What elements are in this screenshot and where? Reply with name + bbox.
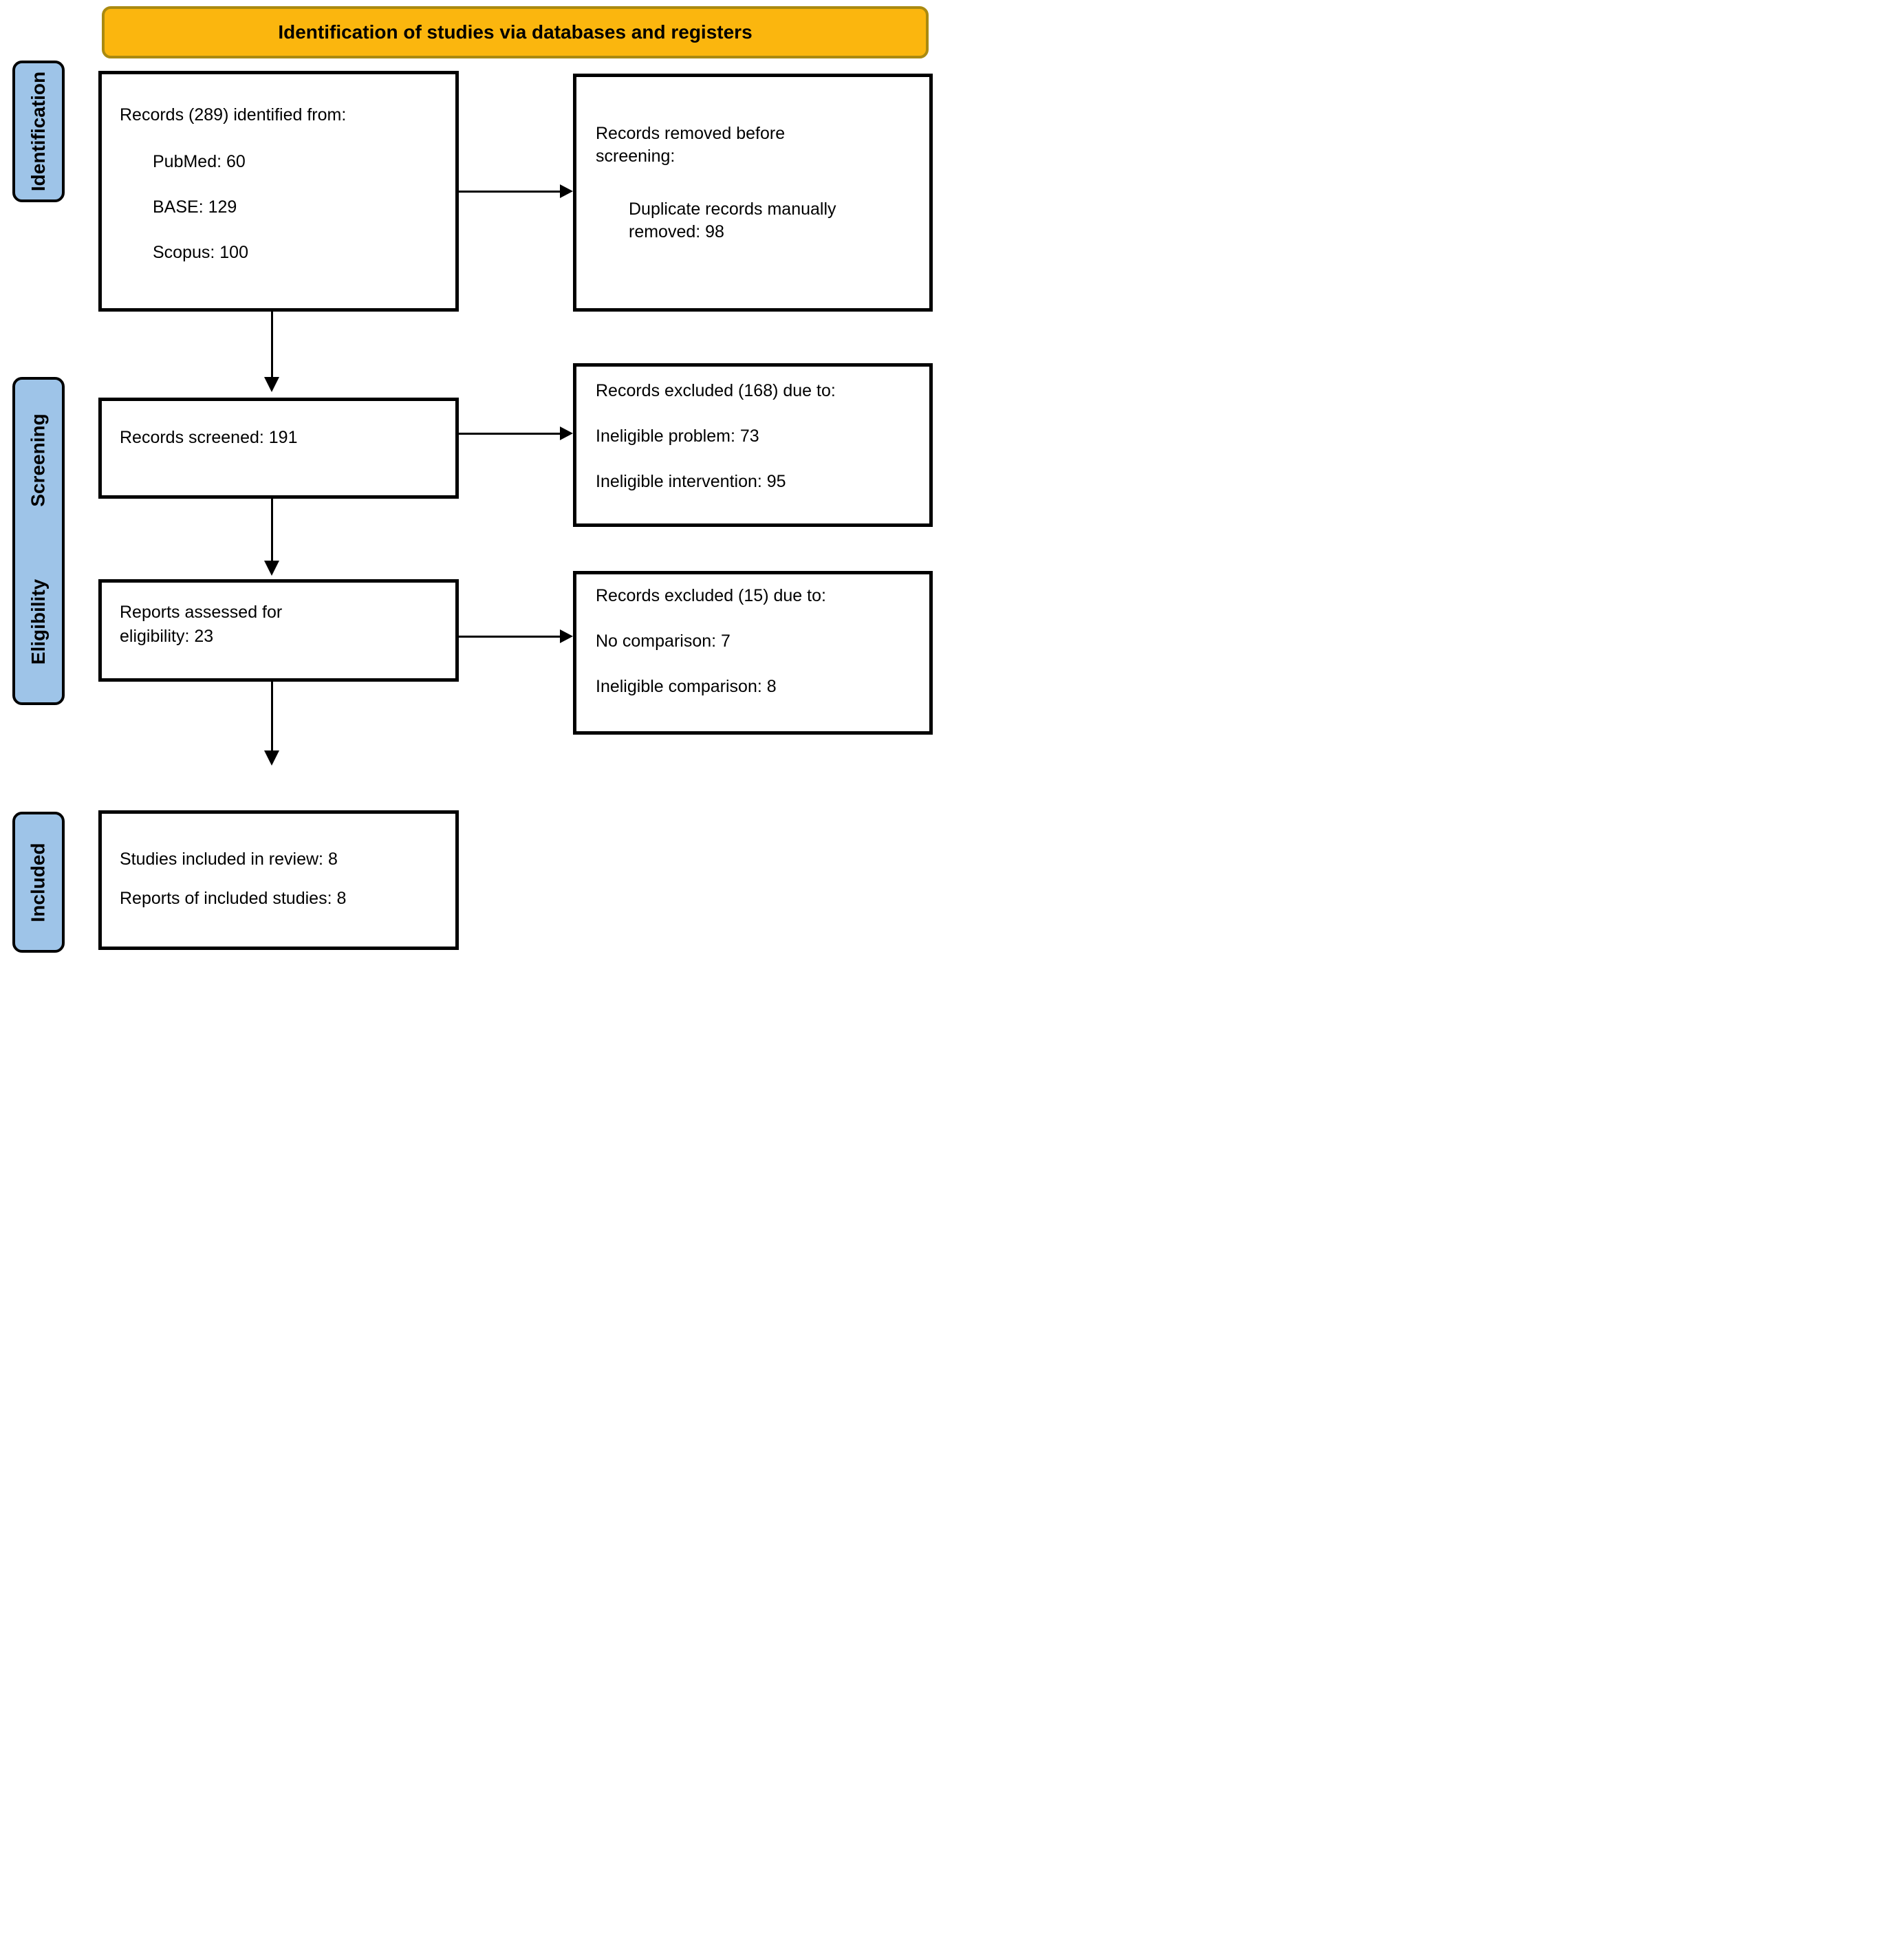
box-records-screened: Records screened: 191 (98, 398, 459, 499)
stage-eligibility-text: Eligibility (28, 579, 49, 664)
excluded-ineligible-comparison: Ineligible comparison: 8 (596, 677, 777, 696)
box-reports-assessed: Reports assessed for eligibility: 23 (98, 579, 459, 682)
reports-of-included-studies: Reports of included studies: 8 (120, 889, 347, 908)
arrow-identified-to-removed (459, 184, 573, 198)
records-removed-duplicates: Duplicate records manually removed: 98 (629, 199, 836, 241)
stage-included-text: Included (28, 842, 49, 922)
arrow-screened-to-assessed (264, 499, 279, 576)
records-identified-title: Records (289) identified from: (120, 105, 347, 125)
arrow-head-icon (264, 750, 279, 766)
records-identified-source-base: BASE: 129 (153, 197, 237, 217)
arrow-screened-to-excluded (459, 426, 573, 440)
banner-title: Identification of studies via databases … (278, 21, 753, 43)
arrow-line (271, 682, 273, 752)
stage-label-included: Included (12, 812, 65, 953)
arrow-line (271, 312, 273, 378)
box-records-removed: Records removed before screening: Duplic… (573, 74, 933, 312)
records-identified-source-scopus: Scopus: 100 (153, 243, 248, 262)
box-records-excluded-screening: Records excluded (168) due to: Ineligibl… (573, 363, 933, 527)
arrow-head-icon (264, 377, 279, 392)
arrow-head-icon (560, 184, 573, 198)
records-removed-title: Records removed before screening: (596, 124, 786, 166)
box-studies-included: Studies included in review: 8 Reports of… (98, 810, 459, 950)
stage-screening-section: Screening (15, 380, 62, 541)
arrow-line (459, 636, 561, 638)
banner: Identification of studies via databases … (102, 6, 929, 58)
box-records-excluded-eligibility: Records excluded (15) due to: No compari… (573, 571, 933, 735)
stage-label-identification: Identification (12, 61, 65, 202)
arrow-head-icon (560, 426, 573, 440)
arrow-assessed-to-included (264, 682, 279, 766)
excluded-ineligible-intervention: Ineligible intervention: 95 (596, 472, 786, 491)
stage-identification-text: Identification (28, 71, 50, 192)
records-excluded-screening-title: Records excluded (168) due to: (596, 381, 836, 400)
arrow-line (459, 191, 561, 193)
records-excluded-eligibility-title: Records excluded (15) due to: (596, 586, 826, 605)
arrow-line (459, 433, 561, 435)
arrow-head-icon (264, 561, 279, 576)
excluded-ineligible-problem: Ineligible problem: 73 (596, 426, 759, 446)
reports-assessed-title: Reports assessed for eligibility: 23 (120, 603, 283, 646)
stage-label-screening-eligibility: Screening Eligibility (12, 377, 65, 705)
excluded-no-comparison: No comparison: 7 (596, 631, 731, 651)
stage-screening-text: Screening (28, 413, 50, 507)
arrow-assessed-to-excluded (459, 629, 573, 643)
arrow-head-icon (560, 629, 573, 643)
records-screened-title: Records screened: 191 (120, 428, 298, 447)
arrow-line (271, 499, 273, 562)
records-identified-source-pubmed: PubMed: 60 (153, 152, 246, 171)
stage-eligibility-section: Eligibility (15, 541, 62, 703)
box-records-identified: Records (289) identified from: PubMed: 6… (98, 71, 459, 312)
prisma-flow-diagram: Identification of studies via databases … (0, 0, 952, 967)
studies-included-in-review: Studies included in review: 8 (120, 850, 338, 869)
arrow-identified-to-screened (264, 312, 279, 392)
